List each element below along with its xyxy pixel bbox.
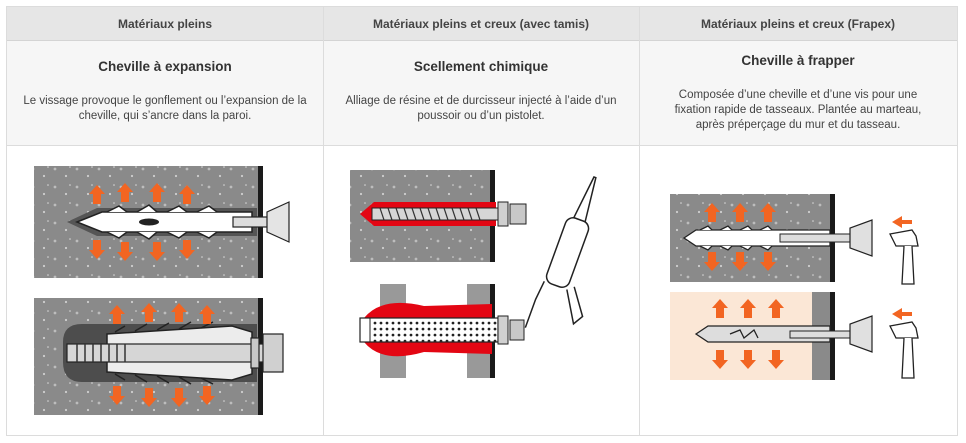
description-cell: Scellement chimique Alliage de résine et… bbox=[323, 41, 639, 146]
anchor-title: Scellement chimique bbox=[413, 59, 549, 74]
column-header-solid-hollow-frapex: Matériaux pleins et creux (Frapex) bbox=[639, 7, 957, 41]
hammer-anchor-illustration bbox=[640, 146, 957, 435]
hammer-icon bbox=[889, 321, 919, 379]
comparison-table: Matériaux pleins Matériaux pleins et cre… bbox=[6, 6, 958, 436]
anchor-description: Alliage de résine et de durcisseur injec… bbox=[345, 95, 617, 122]
hammer-icon bbox=[889, 229, 919, 285]
header-text: Matériaux pleins bbox=[117, 16, 213, 31]
column-divider bbox=[639, 7, 640, 435]
anchor-description: Le vissage provoque le gonflement ou l’e… bbox=[23, 95, 307, 122]
chemical-anchor-illustration bbox=[324, 146, 639, 435]
column-header-solid: Matériaux pleins bbox=[7, 7, 323, 41]
description-cell: Cheville à frapper Composée d’une chevil… bbox=[639, 41, 957, 146]
column-divider bbox=[323, 7, 324, 435]
caulk-gun-icon bbox=[524, 176, 597, 328]
header-text: Matériaux pleins et creux (Frapex) bbox=[700, 16, 896, 31]
anchor-title: Cheville à expansion bbox=[98, 59, 232, 74]
column-header-solid-hollow-sieve: Matériaux pleins et creux (avec tamis) bbox=[323, 7, 639, 41]
description-cell: Cheville à expansion Le vissage provoque… bbox=[7, 41, 323, 146]
expansion-anchor-illustration bbox=[7, 146, 323, 435]
header-text: Matériaux pleins et creux (avec tamis) bbox=[372, 16, 590, 31]
anchor-title: Cheville à frapper bbox=[741, 53, 855, 68]
anchor-description: Composée d’une cheville et d’une vis pou… bbox=[674, 89, 922, 131]
